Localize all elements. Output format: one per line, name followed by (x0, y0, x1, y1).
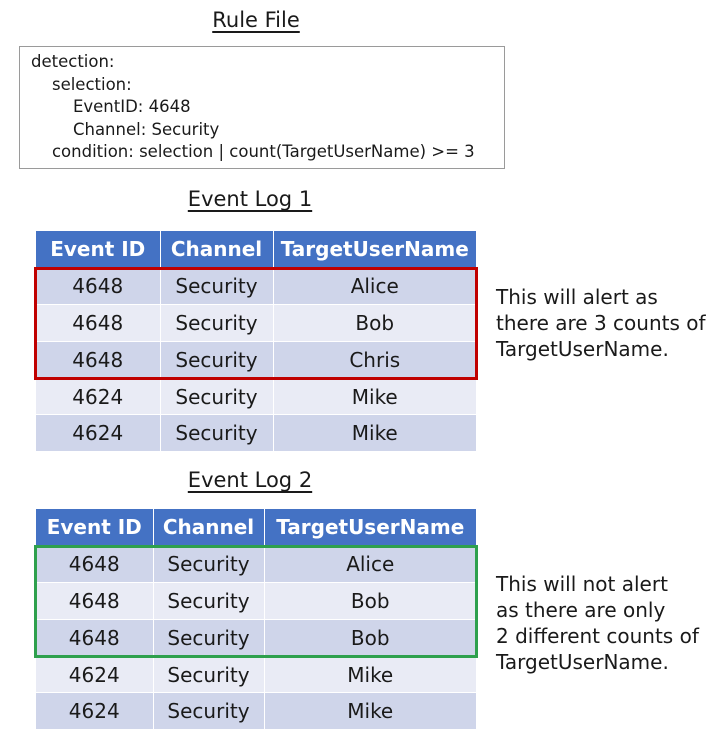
event-log-1-note: This will alert as there are 3 counts of… (496, 284, 706, 362)
rule-line: detection: (31, 52, 115, 71)
note-line: TargetUserName. (496, 650, 669, 674)
cell-target-user-name: Alice (264, 545, 476, 584)
cell-event-id: 4624 (36, 414, 161, 453)
event-log-1-table: Event ID Channel TargetUserName 4648 Sec… (36, 231, 476, 453)
note-line: TargetUserName. (496, 337, 669, 361)
cell-event-id: 4624 (36, 378, 161, 416)
cell-channel: Security (160, 341, 274, 379)
rule-file-heading: Rule File (212, 8, 300, 32)
table-row: 4624 Security Mike (36, 692, 476, 731)
rule-line: condition: selection | count(TargetUserN… (31, 142, 475, 161)
table-row: 4624 Security Mike (36, 414, 476, 453)
cell-channel: Security (160, 414, 274, 453)
rule-file-box: detection: selection: EventID: 4648 Chan… (19, 46, 505, 169)
note-line: This will alert as (496, 285, 658, 309)
cell-channel: Security (153, 656, 265, 694)
cell-channel: Security (153, 692, 265, 731)
table-row: 4624 Security Mike (36, 656, 476, 694)
cell-event-id: 4648 (36, 545, 154, 584)
cell-channel: Security (153, 545, 265, 584)
cell-target-user-name: Chris (273, 341, 476, 379)
cell-target-user-name: Bob (273, 304, 476, 342)
column-header-channel: Channel (153, 509, 265, 547)
cell-target-user-name: Mike (264, 656, 476, 694)
table-row: 4648 Security Alice (36, 545, 476, 584)
note-line: 2 different counts of (496, 624, 699, 648)
cell-event-id: 4648 (36, 267, 161, 306)
cell-event-id: 4624 (36, 656, 154, 694)
event-log-1-heading: Event Log 1 (187, 187, 313, 211)
event-log-2-table: Event ID Channel TargetUserName 4648 Sec… (36, 509, 476, 731)
table-row: 4648 Security Bob (36, 619, 476, 657)
cell-target-user-name: Mike (273, 378, 476, 416)
cell-target-user-name: Mike (264, 692, 476, 731)
event-log-2-note: This will not alert as there are only 2 … (496, 571, 699, 675)
note-line: as there are only (496, 598, 666, 622)
column-header-event-id: Event ID (36, 231, 161, 269)
note-line: there are 3 counts of (496, 311, 706, 335)
cell-event-id: 4648 (36, 341, 161, 379)
cell-event-id: 4648 (36, 619, 154, 657)
column-header-target-user-name: TargetUserName (273, 231, 476, 269)
cell-channel: Security (160, 378, 274, 416)
rule-line: selection: (31, 74, 132, 94)
cell-event-id: 4648 (36, 582, 154, 620)
event-log-2-heading: Event Log 2 (187, 468, 313, 492)
table-row: 4648 Security Bob (36, 304, 476, 342)
table-header-row: Event ID Channel TargetUserName (36, 509, 476, 547)
table-row: 4648 Security Alice (36, 267, 476, 306)
table-row: 4648 Security Chris (36, 341, 476, 379)
column-header-event-id: Event ID (36, 509, 154, 547)
cell-target-user-name: Mike (273, 414, 476, 453)
cell-target-user-name: Bob (264, 582, 476, 620)
column-header-channel: Channel (160, 231, 274, 269)
cell-target-user-name: Bob (264, 619, 476, 657)
rule-line: EventID: 4648 (31, 97, 191, 116)
note-line: This will not alert (496, 572, 668, 596)
cell-channel: Security (153, 582, 265, 620)
column-header-target-user-name: TargetUserName (264, 509, 476, 547)
cell-event-id: 4624 (36, 692, 154, 731)
table-row: 4648 Security Bob (36, 582, 476, 620)
table-header-row: Event ID Channel TargetUserName (36, 231, 476, 269)
rule-line: Channel: Security (31, 119, 220, 139)
cell-channel: Security (160, 267, 274, 306)
cell-channel: Security (160, 304, 274, 342)
cell-channel: Security (153, 619, 265, 657)
cell-target-user-name: Alice (273, 267, 476, 306)
table-row: 4624 Security Mike (36, 378, 476, 416)
cell-event-id: 4648 (36, 304, 161, 342)
